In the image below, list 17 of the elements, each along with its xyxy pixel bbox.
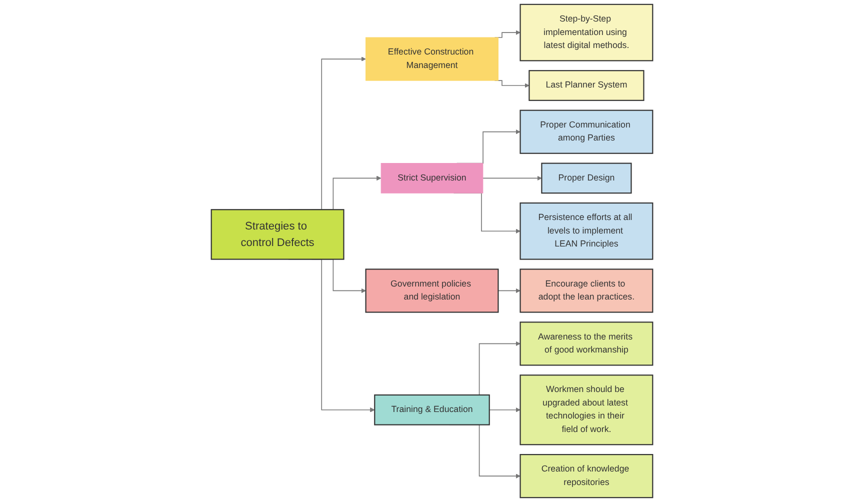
node-box: Training & Education (374, 394, 490, 426)
node-box: Persistence efforts at all levels to implement LEAN Principles (520, 202, 654, 260)
node-box: Proper Communication among Parties (520, 110, 654, 154)
node-box: Encourage clients to adopt the lean practices. (520, 268, 654, 313)
arrow (488, 407, 520, 412)
node-box: Creation of knowledge repositories (520, 454, 654, 498)
node-box: Awareness to the merits of good workmanship (520, 322, 654, 366)
node-box: Effective Construction Management (366, 37, 498, 81)
node-box: Proper Design (541, 162, 632, 194)
arrow (498, 288, 520, 294)
node-box: Step-by-Step implementation using latest digital methods. (520, 4, 654, 62)
node-box: Strict Supervision (380, 163, 484, 194)
node-box: Workmen should be upgraded about latest technologies in their field of work. (520, 374, 654, 446)
node-box: Government policies and legislation (365, 268, 499, 313)
node-box: Last Planner System (528, 70, 644, 101)
arrow (482, 176, 542, 181)
node-box: Strategies to control Defects (210, 209, 344, 260)
